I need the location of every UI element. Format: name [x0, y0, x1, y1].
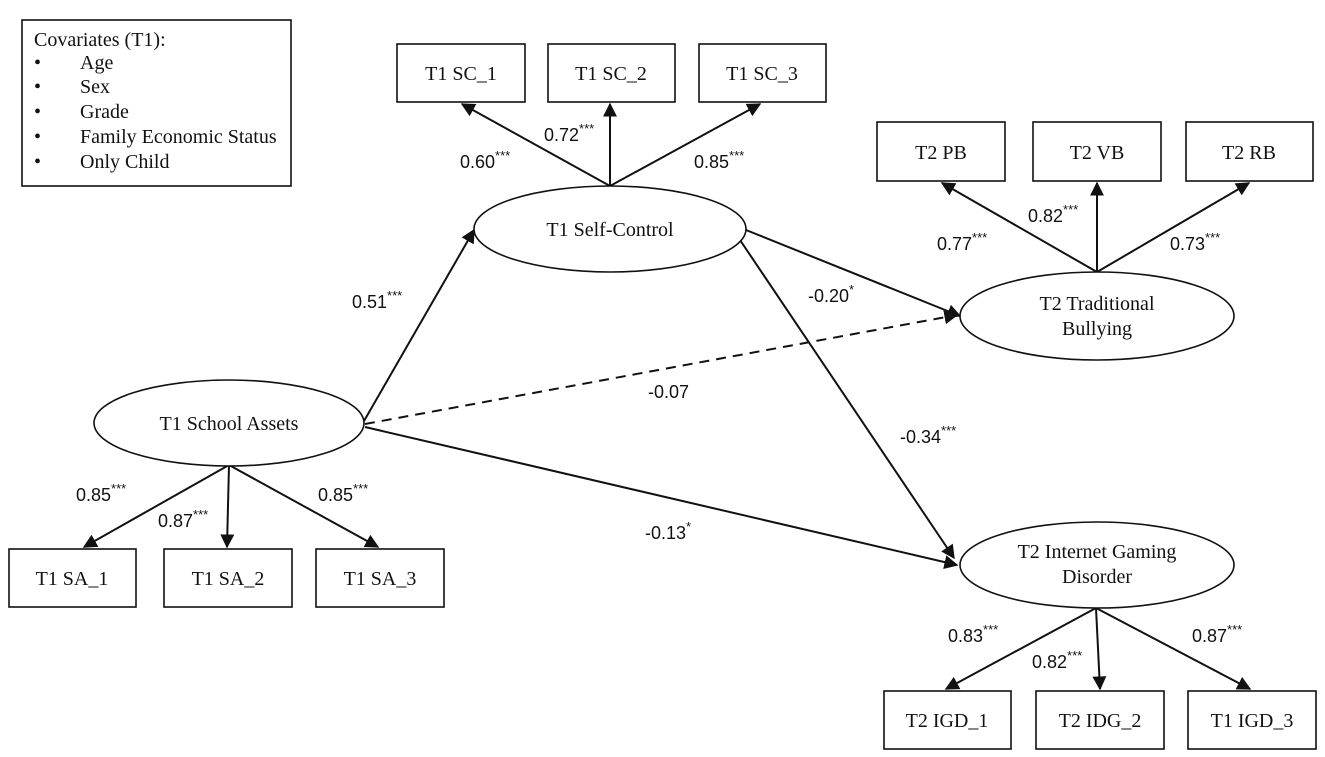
covariate-sex: Sex: [80, 76, 110, 98]
indicator-igd3: T1 IGD_3: [1187, 690, 1317, 750]
coef-sa3: 0.85***: [318, 481, 368, 505]
path-sa-to-sc: [363, 228, 475, 422]
covariate-only-child: Only Child: [80, 151, 169, 173]
coef-sc1: 0.60***: [460, 148, 510, 172]
latent-self-control-label: T1 Self-Control: [546, 219, 674, 241]
path-sa-to-igd: [364, 426, 959, 569]
bullet: •: [34, 101, 41, 123]
indicator-sc2: T1 SC_2: [547, 43, 676, 103]
bullet: •: [34, 52, 41, 74]
indicator-sc1: T1 SC_1: [396, 43, 526, 103]
indicator-sa1-label: T1 SA_1: [36, 568, 109, 590]
latent-traditional-bullying: T2 Traditional Bullying: [959, 271, 1235, 361]
indicator-sa3-label: T1 SA_3: [344, 568, 417, 590]
latent-igd-label-line2: Disorder: [1062, 566, 1132, 588]
structural-paths: [363, 228, 962, 569]
indicator-igd2: T2 IDG_2: [1035, 690, 1165, 750]
coef-sa-to-igd: -0.13*: [645, 519, 691, 543]
bullet: •: [34, 126, 41, 148]
indicator-sc3-label: T1 SC_3: [726, 63, 798, 85]
coef-igd3: 0.87***: [1192, 622, 1242, 646]
latent-bullying-label-line1: T2 Traditional: [1039, 293, 1154, 315]
indicator-igd2-label: T2 IDG_2: [1059, 710, 1142, 732]
indicator-igd1: T2 IGD_1: [883, 690, 1012, 750]
indicator-sc3: T1 SC_3: [698, 43, 827, 103]
coef-sc3: 0.85***: [694, 148, 744, 172]
indicator-sa2: T1 SA_2: [163, 548, 293, 608]
path-sc-to-tb: [745, 229, 962, 318]
coef-vb: 0.82***: [1028, 202, 1078, 226]
loading-sc1: [460, 103, 611, 187]
latent-bullying-label-line2: Bullying: [1062, 318, 1132, 340]
coef-sc-to-tb: -0.20*: [808, 282, 854, 306]
latent-internet-gaming-disorder: T2 Internet Gaming Disorder: [959, 521, 1235, 609]
covariates-title: Covariates (T1):: [34, 29, 166, 51]
loading-igd1: [944, 607, 1097, 690]
covariates-box: Covariates (T1): • Age • Sex • Grade • F…: [21, 19, 292, 187]
path-sa-to-tb: [364, 310, 959, 425]
indicator-vb-label: T2 VB: [1070, 142, 1125, 164]
indicator-vb: T2 VB: [1032, 121, 1162, 182]
indicator-sc1-label: T1 SC_1: [425, 63, 497, 85]
bullet: •: [34, 76, 41, 98]
covariate-family-economic-status: Family Economic Status: [80, 126, 277, 148]
loading-sc3: [609, 103, 762, 187]
loading-pb: [940, 182, 1098, 273]
coef-sa-to-tb: -0.07: [648, 382, 689, 402]
loading-sa3: [228, 464, 380, 548]
indicator-pb-label: T2 PB: [915, 142, 967, 164]
latent-school-assets: T1 School Assets: [93, 379, 365, 467]
indicator-rb: T2 RB: [1185, 121, 1314, 182]
latent-school-assets-label: T1 School Assets: [160, 413, 299, 435]
latent-self-control: T1 Self-Control: [473, 185, 747, 273]
coef-sa1: 0.85***: [76, 481, 126, 505]
loading-igd3: [1095, 607, 1252, 690]
loading-sa1: [82, 464, 230, 548]
indicator-pb: T2 PB: [876, 121, 1006, 182]
path-sc-to-igd: [739, 239, 955, 560]
loading-sa2: [220, 464, 235, 549]
measurement-paths: [82, 102, 1252, 691]
coef-rb: 0.73***: [1170, 230, 1220, 254]
covariate-age: Age: [80, 52, 113, 74]
coef-sa-to-sc: 0.51***: [352, 288, 402, 312]
latent-igd-label-line1: T2 Internet Gaming: [1018, 541, 1177, 563]
coefficient-labels: 0.60*** 0.72*** 0.85*** 0.77*** 0.82*** …: [76, 121, 1242, 672]
indicator-sa1: T1 SA_1: [8, 548, 137, 608]
coef-sa2: 0.87***: [158, 507, 208, 531]
coef-igd2: 0.82***: [1032, 648, 1082, 672]
coef-sc2: 0.72***: [544, 121, 594, 145]
indicator-igd3-label: T1 IGD_3: [1211, 710, 1294, 732]
bullet: •: [34, 151, 41, 173]
covariate-grade: Grade: [80, 101, 129, 123]
coef-sc-to-igd: -0.34***: [900, 423, 956, 447]
indicator-sa2-label: T1 SA_2: [192, 568, 265, 590]
indicator-rb-label: T2 RB: [1222, 142, 1276, 164]
loading-rb: [1096, 182, 1251, 273]
coef-igd1: 0.83***: [948, 622, 998, 646]
indicator-igd1-label: T2 IGD_1: [906, 710, 989, 732]
indicator-sa3: T1 SA_3: [315, 548, 445, 608]
loading-igd2: [1092, 607, 1107, 691]
indicator-sc2-label: T1 SC_2: [575, 63, 647, 85]
coef-pb: 0.77***: [937, 230, 987, 254]
